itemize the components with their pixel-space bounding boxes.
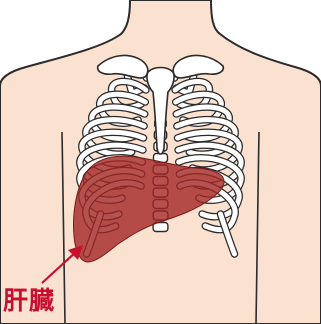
liver-label: 肝臓: [3, 286, 55, 316]
